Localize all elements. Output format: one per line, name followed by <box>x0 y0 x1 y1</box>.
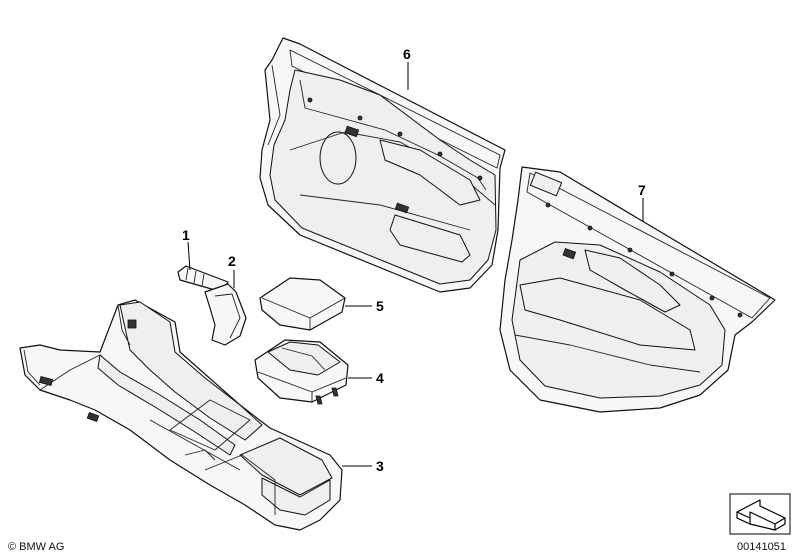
copyright-text: © BMW AG <box>8 541 65 553</box>
handbrake-boot[interactable] <box>204 283 247 346</box>
rear-door-trim-panel[interactable] <box>499 166 776 413</box>
callout-4: 4 <box>376 370 384 386</box>
callout-5: 5 <box>376 298 384 314</box>
arrow-orientation-icon <box>729 493 791 535</box>
callout-3: 3 <box>376 458 384 474</box>
drawing-number: 00141051 <box>737 541 786 553</box>
callout-1: 1 <box>182 227 190 243</box>
leader-line-1 <box>187 241 191 271</box>
front-door-trim-panel[interactable] <box>259 37 506 293</box>
armrest-cover[interactable] <box>259 277 346 331</box>
callout-7: 7 <box>638 182 646 198</box>
callout-2: 2 <box>228 253 236 269</box>
callout-6: 6 <box>403 46 411 62</box>
armrest[interactable] <box>254 339 349 405</box>
centre-console[interactable] <box>19 299 343 531</box>
